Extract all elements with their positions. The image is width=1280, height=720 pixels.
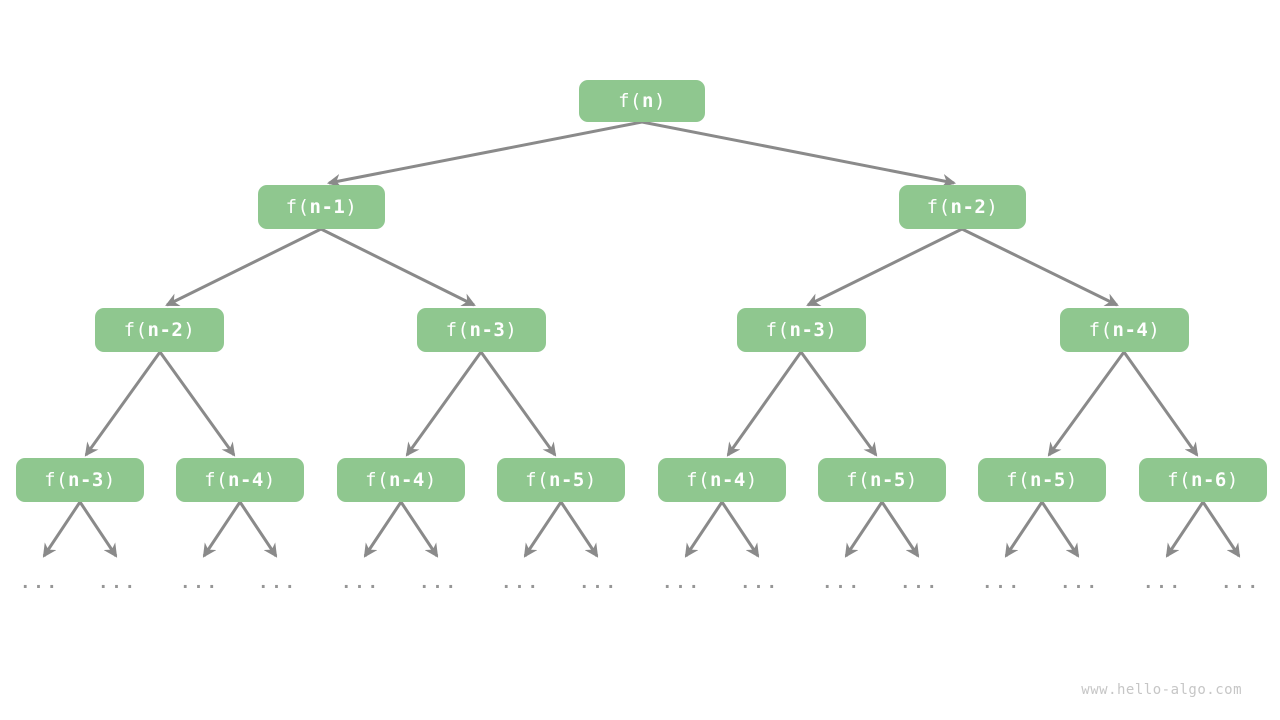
tree-node-f-n-5: f(n-5): [497, 458, 625, 502]
ellipsis: ...: [1221, 573, 1261, 593]
node-label-prefix: f(: [1088, 319, 1113, 341]
tree-node-f-n-4: f(n-4): [176, 458, 304, 502]
node-label-suffix: ): [183, 319, 196, 341]
node-label-prefix: f(: [926, 196, 951, 218]
node-label-arg: n-3: [789, 319, 826, 341]
node-label-prefix: f(: [123, 319, 148, 341]
node-label-arg: n-2: [950, 196, 987, 218]
node-label-arg: n-3: [469, 319, 506, 341]
node-label-prefix: f(: [44, 469, 69, 491]
node-label-suffix: ): [263, 469, 276, 491]
node-label-prefix: f(: [618, 90, 642, 112]
tree-node-f-n-3: f(n-3): [737, 308, 866, 352]
ellipsis: ...: [900, 573, 940, 593]
node-label-prefix: f(: [1167, 469, 1192, 491]
ellipsis: ...: [740, 573, 780, 593]
node-label-suffix: ): [1148, 319, 1161, 341]
tree-node-f-n-3: f(n-3): [417, 308, 546, 352]
tree-node-f-n-1: f(n-1): [258, 185, 385, 229]
node-label-suffix: ): [1065, 469, 1078, 491]
node-label-suffix: ): [345, 196, 358, 218]
ellipsis: ...: [341, 573, 381, 593]
ellipsis: ...: [579, 573, 619, 593]
node-label-arg: n-5: [1030, 469, 1066, 491]
node-label-prefix: f(: [445, 319, 470, 341]
ellipsis: ...: [419, 573, 459, 593]
node-label-arg: n-4: [228, 469, 264, 491]
node-label-prefix: f(: [765, 319, 790, 341]
node-label-arg: n-4: [710, 469, 746, 491]
node-label-suffix: ): [424, 469, 437, 491]
ellipsis: ...: [258, 573, 298, 593]
tree-node-f-n-4: f(n-4): [1060, 308, 1189, 352]
tree-node-f-n-4: f(n-4): [658, 458, 786, 502]
ellipsis: ...: [1143, 573, 1183, 593]
tree-node-f-n-3: f(n-3): [16, 458, 144, 502]
node-label-arg: n-4: [389, 469, 425, 491]
node-label-prefix: f(: [285, 196, 310, 218]
node-label-prefix: f(: [204, 469, 229, 491]
tree-node-f-n-5: f(n-5): [978, 458, 1106, 502]
node-label-suffix: ): [584, 469, 597, 491]
node-label-arg: n-6: [1191, 469, 1227, 491]
node-label-suffix: ): [986, 196, 999, 218]
node-label-suffix: ): [103, 469, 116, 491]
node-label-arg: n: [641, 90, 654, 112]
watermark-url: www.hello-algo.com: [1081, 682, 1242, 698]
tree-node-f-n-6: f(n-6): [1139, 458, 1267, 502]
node-label-suffix: ): [825, 319, 838, 341]
tree-node-f-n: f(n): [579, 80, 705, 122]
ellipsis: ...: [662, 573, 702, 593]
ellipsis: ...: [1060, 573, 1100, 593]
tree-node-f-n-4: f(n-4): [337, 458, 465, 502]
node-label-arg: n-1: [309, 196, 346, 218]
node-label-arg: n-5: [549, 469, 585, 491]
tree-node-f-n-5: f(n-5): [818, 458, 946, 502]
node-label-prefix: f(: [686, 469, 711, 491]
node-label-suffix: ): [505, 319, 518, 341]
node-label-suffix: ): [905, 469, 918, 491]
node-label-prefix: f(: [525, 469, 550, 491]
ellipsis: ...: [982, 573, 1022, 593]
node-label-prefix: f(: [1006, 469, 1031, 491]
node-label-suffix: ): [653, 90, 666, 112]
node-label-prefix: f(: [365, 469, 390, 491]
tree-node-f-n-2: f(n-2): [95, 308, 224, 352]
tree-node-f-n-2: f(n-2): [899, 185, 1026, 229]
ellipsis: ...: [98, 573, 138, 593]
ellipsis: ...: [822, 573, 862, 593]
node-label-arg: n-3: [68, 469, 104, 491]
node-label-prefix: f(: [846, 469, 871, 491]
ellipsis: ...: [180, 573, 220, 593]
node-label-suffix: ): [745, 469, 758, 491]
ellipsis: ...: [501, 573, 541, 593]
node-label-arg: n-4: [1112, 319, 1149, 341]
ellipsis: ...: [20, 573, 60, 593]
node-label-arg: n-5: [870, 469, 906, 491]
node-label-arg: n-2: [147, 319, 184, 341]
node-label-suffix: ): [1226, 469, 1239, 491]
